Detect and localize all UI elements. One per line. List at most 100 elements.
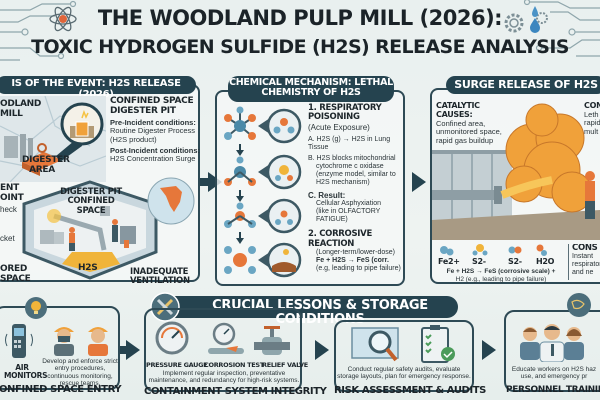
pit-gas-label: H2S bbox=[78, 263, 98, 273]
risk-caption: RISK ASSESSMENT & AUDITS bbox=[334, 385, 486, 396]
lesson-risk bbox=[334, 320, 474, 392]
ventilation-label: INADEQUATE VENTILATION bbox=[130, 267, 190, 287]
cons-text-2: respirator bbox=[572, 261, 600, 269]
cons-text-3: and ne bbox=[572, 269, 594, 277]
tools-illustration bbox=[155, 321, 290, 355]
mill-label: ODLAND MILL bbox=[0, 99, 42, 119]
item-2-2: Fe + H2S → FeS (corr. bbox=[316, 257, 389, 265]
chem-text: 1. RESPIRATORY POISONING (Acute Exposure… bbox=[308, 103, 406, 273]
respiratory-sub: (Acute Exposure) bbox=[308, 122, 370, 132]
corrosion-test-icon bbox=[208, 322, 244, 354]
left-label-1: ENT bbox=[0, 183, 19, 193]
circuit-decoration-left-icon bbox=[0, 0, 77, 61]
gas-surge-illustration bbox=[432, 103, 600, 240]
relief-valve-label: RELIEF VALVE bbox=[262, 361, 308, 369]
ion-h2o: H2O bbox=[536, 257, 555, 266]
ion-equation-box: Fe2+ S2- S2- H2O Fe + H2S → FeS (corrosi… bbox=[436, 242, 566, 284]
confined-space-caption: CONFINED SPACE ENTRY bbox=[0, 384, 122, 395]
left-label-4: cket bbox=[0, 234, 15, 243]
molecule-1 bbox=[224, 106, 256, 140]
chem-panel-title: CHEMICAL MECHANISM: LETHAL CHEMISTRY OF … bbox=[228, 76, 394, 102]
air-monitors-label: AIR MONITORS bbox=[4, 363, 48, 381]
cons-text-1: Instant bbox=[572, 253, 594, 261]
post-incident-label: Post-Incident conditions: bbox=[110, 145, 200, 155]
risk-text: Conduct regular safety audits, evaluate … bbox=[337, 366, 471, 381]
flow-arrow-4 bbox=[315, 340, 329, 360]
air-monitor-icon bbox=[5, 324, 33, 358]
item-b-1: B. H2S blocks mitochondrial bbox=[308, 154, 396, 162]
pressure-gauge-icon bbox=[155, 321, 189, 355]
causes-heading: CATALYTIC CAUSES: bbox=[436, 101, 480, 119]
flow-arrow-2 bbox=[412, 172, 426, 192]
post-incident-text: H2S Concentration Surge bbox=[110, 154, 196, 164]
containment-text: Implement regular inspection, preventati… bbox=[148, 370, 300, 385]
item-c-2: (like in OLFACTORY FATIGUE) bbox=[316, 208, 381, 224]
circuit-decoration-right-icon bbox=[523, 0, 600, 57]
equation-1: Fe + H2S → FeS (corrosive scale) + bbox=[446, 268, 556, 275]
cons-heading: CONS bbox=[572, 244, 598, 253]
lesson-containment bbox=[144, 308, 302, 392]
flow-arrow-5 bbox=[482, 340, 496, 360]
item-c-heading: C. Result: bbox=[308, 191, 346, 201]
consequences-top: CON Leth rapid mult bbox=[584, 102, 600, 137]
item-2-1: (Longer-term/lower-dose) bbox=[316, 249, 395, 257]
right-text-1: Leth bbox=[584, 109, 599, 119]
item-b-2: cytochrome c oxidase bbox=[316, 163, 384, 171]
causes-3: rapid gas buildup bbox=[436, 135, 494, 145]
pressure-gauge-label: PRESSURE GAUGE bbox=[146, 361, 208, 369]
surge-panel-title: SURGE RELEASE OF H2S bbox=[446, 76, 600, 94]
training-caption: PERSONNEL TRAINING & bbox=[506, 385, 600, 395]
right-text-3: mult bbox=[584, 127, 599, 137]
mill-map-illustration bbox=[0, 96, 106, 182]
item-a: A. H2S (g) → H2S in Lung Tissue bbox=[308, 135, 391, 151]
item-b-3: (enzyme model, similar to bbox=[316, 171, 396, 179]
lesson-training bbox=[504, 310, 600, 392]
ion-molecule-icons bbox=[440, 244, 547, 256]
divider bbox=[568, 244, 569, 280]
item-c-1: Cellular Asphyxiation bbox=[316, 200, 381, 208]
audit-illustration bbox=[351, 325, 455, 363]
corrosion-test-label: CORROSION TEST bbox=[204, 361, 264, 369]
relief-valve-icon bbox=[254, 326, 290, 355]
personnel-group-icon bbox=[520, 324, 584, 362]
right-text-2: rapid bbox=[584, 118, 600, 128]
tools-icon bbox=[150, 292, 180, 322]
pre-incident-label: Pre-Incident conditions: bbox=[110, 117, 196, 127]
confined-space-text: Develop and enforce strict entry procedu… bbox=[42, 358, 118, 388]
containment-caption: CONTAINMENT SYSTEM INTEGRITY bbox=[144, 386, 327, 397]
left-label-2: OINT bbox=[0, 193, 24, 203]
globe-map-icon bbox=[147, 177, 195, 225]
ion-s-1: S2- bbox=[472, 257, 486, 266]
training-text: Educate workers on H2S haz use, and emer… bbox=[511, 366, 597, 381]
ion-fe: Fe2+ bbox=[438, 257, 460, 266]
flow-arrow-shaft-3 bbox=[120, 346, 128, 354]
molecule-illustrations bbox=[224, 106, 302, 278]
pit-info: CONFINED SPACE DIGESTER PIT Pre-Incident… bbox=[110, 96, 202, 164]
pit-heading: CONFINED SPACE DIGESTER PIT bbox=[110, 96, 194, 116]
left-label-5: ORED SPACE bbox=[0, 264, 31, 284]
catalytic-causes: CATALYTIC CAUSES: Confined area, unmonit… bbox=[436, 101, 508, 145]
causes-2: unmonitored space, bbox=[436, 127, 502, 137]
title-line-1: THE WOODLAND PULP MILL (2026): bbox=[97, 6, 503, 30]
digester-area-label: DIGESTER AREA bbox=[22, 155, 70, 175]
digester-cutaway-illustration bbox=[22, 180, 158, 280]
gear-icon bbox=[504, 12, 548, 33]
training-text-wrap: Educate workers on H2S haz use, and emer… bbox=[506, 366, 600, 381]
left-label-3: heck bbox=[0, 205, 17, 214]
lesson-confined-space bbox=[0, 306, 120, 390]
corrosive-heading: 2. CORROSIVE REACTION bbox=[308, 229, 372, 249]
equation-2: H2 (e.g., leading to pipe failure) bbox=[455, 276, 547, 283]
ion-s-2: S2- bbox=[508, 257, 522, 266]
blueprint-magnifier-icon bbox=[351, 327, 399, 362]
flow-arrow-3 bbox=[126, 340, 140, 360]
pre-incident-text: Routine Digester Process (H2S product) bbox=[110, 126, 196, 145]
title-line-2: TOXIC HYDROGEN SULFIDE (H2S) RELEASE ANA… bbox=[31, 36, 569, 58]
lightbulb-icon bbox=[25, 297, 47, 319]
atom-icon bbox=[49, 6, 77, 32]
causes-1: Confined area, bbox=[436, 118, 486, 128]
checklist-icon bbox=[421, 325, 455, 363]
flow-arrow-shaft-1 bbox=[200, 178, 210, 186]
item-b-4: H2S mechanism) bbox=[316, 179, 370, 187]
consequences-bottom: CONS Instant respirator and ne bbox=[572, 244, 600, 277]
event-panel-title: IS OF THE EVENT: H2S RELEASE (2026) bbox=[0, 76, 196, 99]
